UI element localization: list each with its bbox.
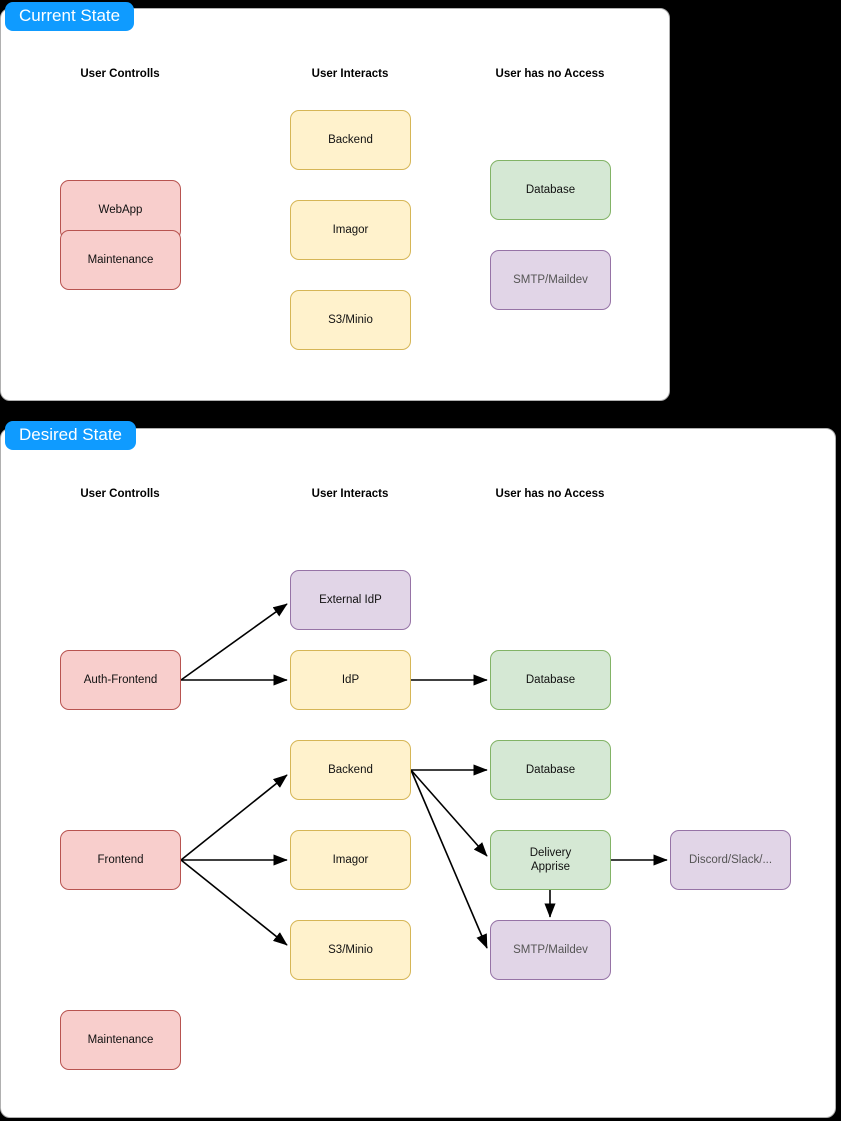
node-maintenance-desired[interactable]: Maintenance (60, 1010, 181, 1070)
node-maintenance-current[interactable]: Maintenance (60, 230, 181, 290)
node-s3minio-current[interactable]: S3/Minio (290, 290, 411, 350)
node-discord-slack[interactable]: Discord/Slack/... (670, 830, 791, 890)
node-label-line1: Delivery (529, 847, 572, 859)
node-label: Backend (328, 134, 373, 146)
node-label: SMTP/Maildev (513, 274, 588, 286)
node-label: Database (525, 184, 576, 196)
column-header-user-controls-desired: User Controlls (80, 488, 160, 500)
column-header-user-interacts-current: User Interacts (311, 68, 389, 80)
column-header-user-no-access-current: User has no Access (495, 68, 605, 80)
node-database-idp[interactable]: Database (490, 650, 611, 710)
node-label: S3/Minio (328, 944, 373, 956)
column-header-user-interacts-desired: User Interacts (311, 488, 389, 500)
node-delivery-apprise[interactable]: Delivery Apprise (490, 830, 611, 890)
node-label: SMTP/Maildev (513, 944, 588, 956)
node-label: Imagor (332, 224, 369, 236)
node-database-current[interactable]: Database (490, 160, 611, 220)
node-label: Backend (328, 764, 373, 776)
column-header-user-no-access-desired: User has no Access (495, 488, 605, 500)
node-label: S3/Minio (328, 314, 373, 326)
node-database-backend[interactable]: Database (490, 740, 611, 800)
node-label: Auth-Frontend (83, 674, 158, 686)
node-label: Imagor (332, 854, 369, 866)
column-header-user-controls-current: User Controlls (80, 68, 160, 80)
node-label: IdP (341, 674, 360, 686)
node-idp[interactable]: IdP (290, 650, 411, 710)
node-smtp-maildev-current[interactable]: SMTP/Maildev (490, 250, 611, 310)
node-label: Database (525, 674, 576, 686)
node-imagor-desired[interactable]: Imagor (290, 830, 411, 890)
panel-tab-current-state[interactable]: Current State (5, 2, 135, 31)
node-label: External IdP (319, 594, 382, 606)
node-external-idp[interactable]: External IdP (290, 570, 411, 630)
node-frontend[interactable]: Frontend (60, 830, 181, 890)
node-label: Discord/Slack/... (688, 854, 773, 866)
node-label: Database (525, 764, 576, 776)
node-label: Frontend (97, 854, 144, 866)
node-s3minio-desired[interactable]: S3/Minio (290, 920, 411, 980)
node-imagor-current[interactable]: Imagor (290, 200, 411, 260)
node-auth-frontend[interactable]: Auth-Frontend (60, 650, 181, 710)
node-label: WebApp (98, 204, 143, 216)
node-smtp-maildev-desired[interactable]: SMTP/Maildev (490, 920, 611, 980)
node-backend-current[interactable]: Backend (290, 110, 411, 170)
node-label: Maintenance (87, 1034, 154, 1046)
node-label: Maintenance (87, 254, 154, 266)
panel-tab-desired-state[interactable]: Desired State (5, 421, 136, 450)
node-backend-desired[interactable]: Backend (290, 740, 411, 800)
node-label-line2: Apprise (530, 861, 570, 873)
